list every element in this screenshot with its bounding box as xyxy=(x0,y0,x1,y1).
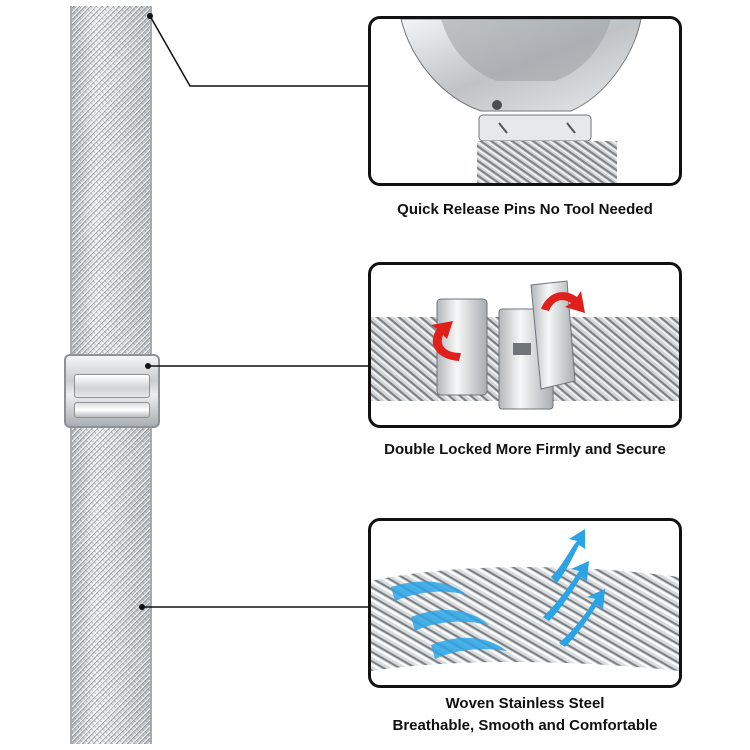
blue-flow-icon xyxy=(411,610,489,631)
clasp-lower-band xyxy=(74,402,150,418)
clasp-band xyxy=(74,374,150,398)
strap-clasp xyxy=(64,354,160,428)
double-lock-illustration xyxy=(371,280,679,410)
caption-woven-line1: Woven Stainless Steel xyxy=(445,695,605,712)
watch-caseback xyxy=(441,19,611,81)
blue-flow-icon xyxy=(431,637,507,659)
clasp-left-plate xyxy=(436,298,488,396)
callout-line-pins xyxy=(149,15,368,87)
blue-arrow-up-icon xyxy=(559,589,605,647)
strap-end-link xyxy=(478,114,592,142)
caption-quick-release: Quick Release Pins No Tool Needed xyxy=(397,201,653,218)
detail-panel-double-lock xyxy=(368,262,682,428)
mesh-strap-lower xyxy=(70,418,152,744)
caption-woven-line2: Breathable, Smooth and Comfortable xyxy=(392,717,658,734)
pin-mark-right xyxy=(566,122,576,134)
quick-release-pin-icon xyxy=(492,100,502,110)
caption-double-lock: Double Locked More Firmly and Secure xyxy=(384,441,666,458)
woven-mesh-illustration xyxy=(371,529,679,671)
red-arrow-icon xyxy=(541,291,585,313)
red-arrow-icon xyxy=(431,321,461,361)
blue-arrow-up-icon xyxy=(543,561,589,621)
blue-flow-icon xyxy=(391,581,467,601)
lock-latch xyxy=(513,343,531,355)
detail-panel-quick-release xyxy=(368,16,682,186)
blue-arrow-up-icon xyxy=(551,529,585,583)
quick-release-illustration xyxy=(400,19,642,183)
detail-panel-woven-mesh xyxy=(368,518,682,688)
mesh-detail xyxy=(477,141,617,183)
mesh-strap-upper xyxy=(70,6,152,362)
pin-mark-left xyxy=(498,122,508,134)
